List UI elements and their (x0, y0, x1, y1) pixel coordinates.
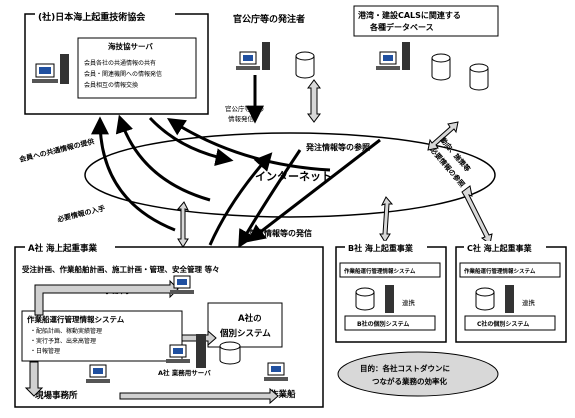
government-pc-icon (236, 42, 270, 70)
company-c-title-bg (464, 241, 546, 253)
internet-cloud (84, 132, 496, 218)
database-db-icon-2 (469, 63, 489, 91)
database-db-icon (431, 53, 451, 81)
company-b-individual: B社の個別システム (357, 320, 409, 328)
company-c-system: 作業船運行管理情報システム (464, 267, 536, 275)
flow-to-gov-line2: 情報発信 (228, 114, 255, 123)
hollow-arrows (176, 79, 493, 248)
company-a-individual-line1: A社の (238, 313, 262, 324)
company-a-system-box (21, 310, 183, 362)
flow-sales-info: 営業情報等の発信 (248, 228, 312, 238)
database-pc-icon (376, 42, 410, 70)
company-a-server-icon (166, 334, 206, 368)
flow-to-gov-line1: 官公庁等への (225, 104, 264, 113)
company-a-individual-line2: 個別システム (219, 328, 271, 339)
company-b-db-icon (355, 285, 394, 313)
company-a-db-icon (219, 341, 241, 365)
company-a-title-bg (25, 241, 115, 253)
flow-needed-info: 必要情報の入手 (55, 203, 106, 224)
company-a-pc-icon-2 (86, 364, 110, 383)
company-c-individual-box (464, 315, 556, 331)
goal-line2: つながる業務の効率化 (372, 376, 447, 386)
internet-label: インターネット (255, 170, 332, 183)
government-title: 官公庁等の発注者 (233, 13, 305, 25)
database-title-line2: 各種データベース (369, 22, 434, 32)
goal-line1: 目的：各社コストダウンに (360, 363, 450, 373)
company-a-vessel: 作業船 (270, 389, 296, 400)
company-a-system-title: 作業船運行管理情報システム (27, 314, 125, 324)
flow-shared-info: 会員への共通情報の提供 (18, 137, 95, 164)
company-b-title-bg (345, 241, 427, 253)
server-item-1: 会員各社の共通情報の共有 (84, 59, 156, 67)
company-a-title: A社 海上起重事業 (28, 243, 98, 254)
company-b-system: 作業船運行管理情報システム (344, 267, 416, 275)
company-a-system-item-3: ・日報管理 (30, 347, 60, 355)
company-a-system-item-1: ・配船計画、稼動実績管理 (30, 327, 102, 335)
company-a-tasks: 受注計画、作業船舶計画、施工計画・管理、安全管理 等々 (22, 264, 220, 274)
company-c-system-box (459, 262, 561, 278)
company-c-db-icon (475, 285, 514, 313)
company-b-individual-box (344, 315, 436, 331)
company-a-pc-icon-3 (264, 362, 288, 381)
company-a-individual-box (207, 302, 283, 348)
server-item-3: 会員相互の情報交換 (84, 81, 138, 89)
database-title-box (353, 5, 499, 37)
flow-order-info: 発注情報等の参照 (305, 142, 370, 152)
company-a-field-office: 現場事務所 (35, 390, 78, 401)
company-a-pc-icon-1 (170, 275, 194, 294)
company-b-link: 連携 (402, 298, 416, 307)
goal-ellipse (337, 351, 499, 397)
association-title-bg (35, 9, 175, 23)
company-b-system-box (339, 262, 441, 278)
server-item-2: 会員・関連機関への情報発信 (84, 70, 162, 78)
company-a-server-label: A社 業務用サーバ (158, 368, 211, 377)
government-db-icon (295, 51, 315, 79)
flow-lines (91, 75, 381, 249)
company-c-title: C社 海上起重事業 (467, 243, 533, 253)
database-title-line1: 港湾・建設CALSに関連する (358, 10, 461, 20)
server-title: 海技協サーバ (108, 41, 153, 51)
server-panel (77, 37, 197, 99)
company-c-individual: C社の個別システム (477, 320, 529, 328)
association-pc-icon (32, 54, 69, 84)
company-a-system-item-2: ・実行予算、出来高管理 (30, 337, 96, 345)
company-b-title: B社 海上起重事業 (348, 243, 414, 253)
company-c-link: 連携 (522, 298, 536, 307)
association-title: (社)日本海上起重技術協会 (38, 11, 146, 23)
